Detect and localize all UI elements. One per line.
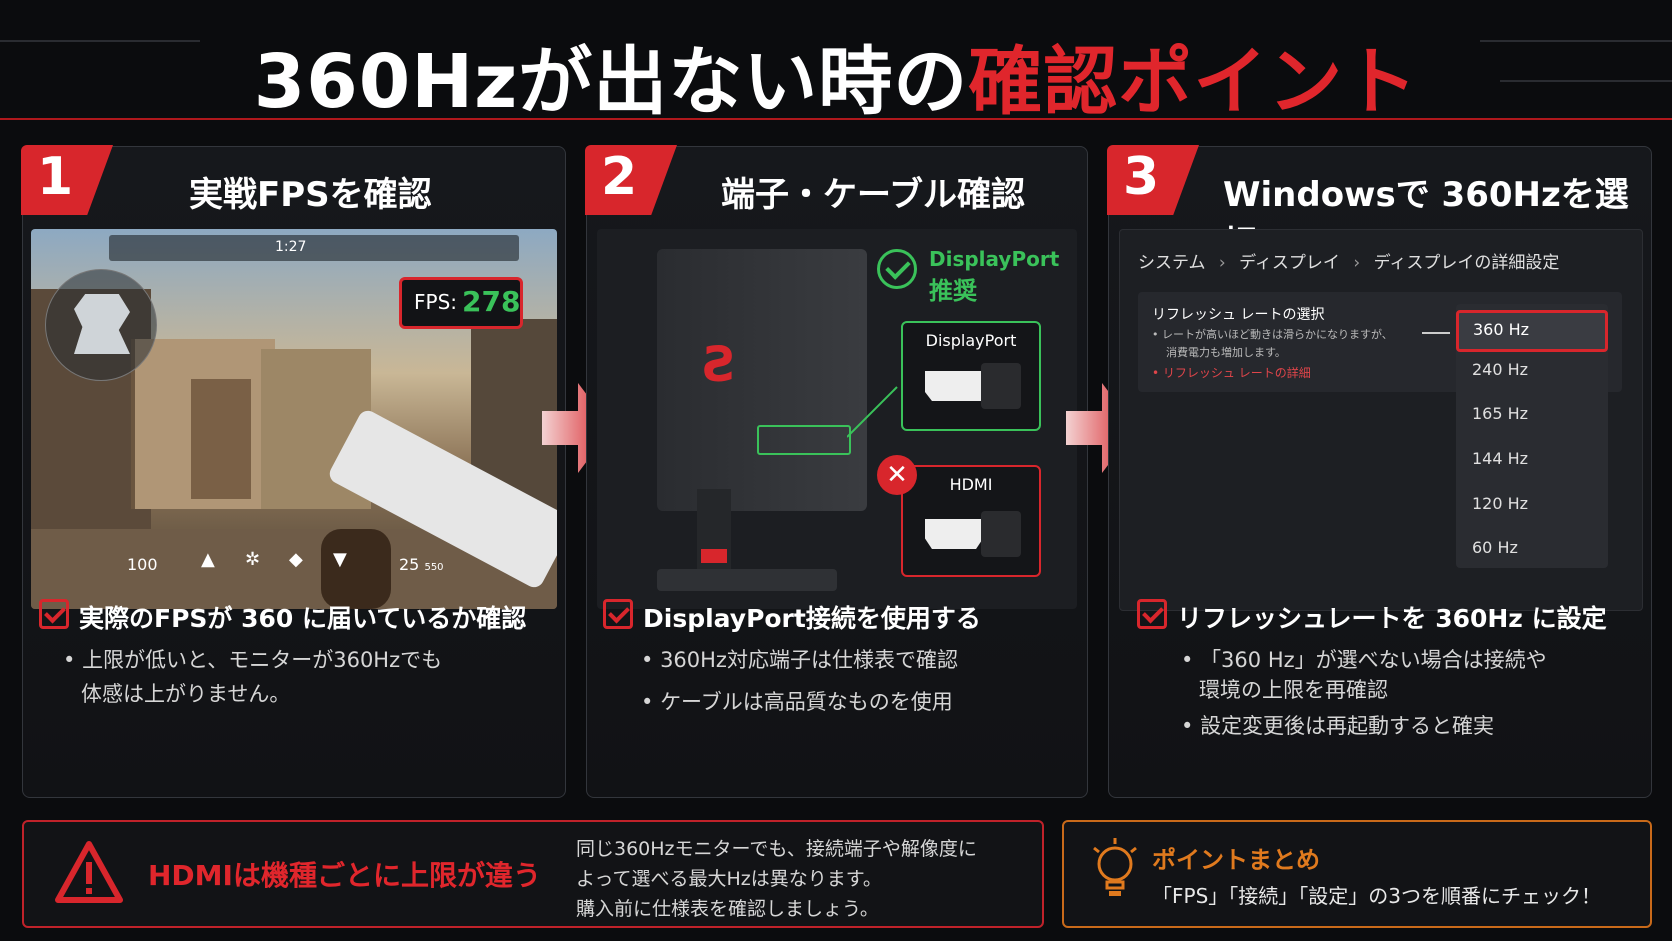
minimap	[45, 269, 157, 381]
fps-counter: FPS: 278	[399, 277, 523, 329]
bullet-continuation: 環境の上限を再確認	[1199, 678, 1388, 702]
monitor-stand	[697, 489, 731, 579]
monitor-logo: Ƨ	[703, 337, 738, 393]
rr-desc: • レートが高いほど動きは滑らかになりますが、	[1152, 328, 1393, 341]
warning-icon	[55, 841, 123, 903]
bullet-item: • 設定変更後は再起動すると確実	[1181, 714, 1495, 738]
monitor-base	[657, 569, 837, 591]
warning-heading: HDMIは機種ごとに上限が違う	[148, 859, 541, 892]
hdmi-warning-box: HDMIは機種ごとに上限が違う 同じ360Hzモニターでも、接続端子や解像度に …	[22, 820, 1044, 928]
hud-health: 100	[127, 555, 158, 574]
hdmi-connector-icon	[925, 519, 983, 549]
title-white: 360Hzが出ない時の	[253, 39, 969, 125]
hud-ammo: 25 550	[399, 555, 444, 574]
check-text: DisplayPort接続を使用する	[643, 604, 981, 633]
breadcrumb-item[interactable]: システム	[1138, 253, 1206, 273]
bg-decor-line	[0, 40, 200, 62]
lightbulb-icon	[1093, 838, 1137, 896]
bullet-text: 「360 Hz」が選べない場合は接続や	[1200, 648, 1547, 672]
summary-heading: ポイントまとめ	[1152, 846, 1320, 874]
bullet-item: • 上限が低いと、モニターが360Hzでも	[63, 648, 443, 672]
panel-windows: 3 Windowsで 360Hzを選択 システム › ディスプレイ › ディスプ…	[1107, 145, 1652, 798]
bullet-text: 360Hz対応端子は仕様表で確認	[660, 648, 958, 672]
step-number: 1	[37, 147, 74, 207]
rr-link[interactable]: • リフレッシュ レートの詳細	[1152, 366, 1311, 380]
refresh-rate-dropdown[interactable]: 360 Hz 240 Hz 165 Hz 144 Hz 120 Hz 60 Hz	[1456, 304, 1608, 568]
bullet-text: 設定変更後は再起動すると確実	[1200, 714, 1495, 738]
step-badge: 2	[585, 145, 677, 215]
breadcrumb-item: ディスプレイの詳細設定	[1373, 253, 1560, 273]
chevron-right-icon: ›	[1353, 253, 1361, 273]
displayport-connector-icon	[925, 371, 983, 401]
title-underline	[0, 118, 1672, 120]
step-badge: 3	[1107, 145, 1199, 215]
bullet-item: • 「360 Hz」が選べない場合は接続や	[1181, 648, 1547, 672]
warning-text: よって選べる最大Hzは異なります。	[576, 868, 882, 890]
chevron-right-icon: ›	[1218, 253, 1226, 273]
title-red: 確認ポイント	[968, 39, 1419, 125]
dropdown-option[interactable]: 240 Hz	[1472, 360, 1529, 379]
breadcrumb-item[interactable]: ディスプレイ	[1239, 253, 1340, 273]
checkbox-icon	[603, 599, 633, 629]
ammo-count: 25	[399, 555, 420, 574]
hud-timer: 1:27	[275, 239, 307, 255]
bullet-continuation: 体感は上がりません。	[81, 682, 291, 706]
warning-text: 同じ360Hzモニターでも、接続端子や解像度に	[576, 838, 977, 860]
summary-text: 「FPS」「接続」「設定」の3つを順番にチェック！	[1152, 884, 1601, 908]
x-circle-icon: ✕	[877, 455, 917, 495]
summary-box: ポイントまとめ 「FPS」「接続」「設定」の3つを順番にチェック！	[1062, 820, 1652, 928]
step-number: 3	[1123, 147, 1160, 207]
connector-line	[847, 386, 898, 438]
checkbox-icon	[39, 599, 69, 629]
fps-label: FPS:	[414, 290, 457, 314]
bullet-item: • ケーブルは高品質なものを使用	[641, 690, 953, 714]
windows-settings: システム › ディスプレイ › ディスプレイの詳細設定 リフレッシュ レートの選…	[1119, 229, 1643, 611]
rr-desc: 消費電力も増加します。	[1166, 346, 1286, 359]
panel-fps: 1 実戦FPSを確認 1:27 FPS: 278 100 ▲ ✲ ◆ ▼	[21, 145, 566, 798]
warning-text: 購入前に仕様表を確認しましょう。	[576, 898, 879, 920]
ability-icons: ▲ ✲ ◆ ▼	[201, 549, 347, 570]
dropdown-option[interactable]: 144 Hz	[1472, 449, 1529, 468]
dropdown-option[interactable]: 120 Hz	[1472, 494, 1529, 513]
dropdown-option[interactable]: 60 Hz	[1472, 538, 1518, 557]
monitor-back	[657, 249, 867, 511]
step-number: 2	[601, 147, 638, 207]
displayport-card: DisplayPort	[901, 321, 1041, 431]
recommend-label: DisplayPort	[929, 247, 1060, 271]
check-text: 実際のFPSが 360 に届いているか確認	[79, 604, 527, 633]
page-title: 360Hzが出ない時の確認ポイント	[0, 22, 1672, 129]
fps-value: 278	[462, 285, 521, 318]
hdmi-label: HDMI	[949, 475, 993, 494]
dropdown-option[interactable]: 165 Hz	[1472, 404, 1529, 423]
panel-title: 実戦FPSを確認	[189, 175, 432, 215]
hud-top-bar	[109, 235, 519, 261]
bullet-item: • 360Hz対応端子は仕様表で確認	[641, 648, 958, 672]
hdmi-card: HDMI	[901, 465, 1041, 577]
panel-title: Windowsで 360Hzを選択	[1223, 175, 1629, 264]
check-circle-icon	[877, 249, 917, 289]
recommend-text: 推奨	[929, 277, 977, 305]
game-screenshot: 1:27 FPS: 278 100 ▲ ✲ ◆ ▼ 25 550	[31, 229, 557, 609]
bullet-text: 上限が低いと、モニターが360Hzでも	[82, 648, 443, 672]
breadcrumb: システム › ディスプレイ › ディスプレイの詳細設定	[1138, 248, 1559, 273]
bg-decor-line	[1480, 40, 1672, 62]
ammo-reserve: 550	[424, 562, 444, 573]
option-label: 360 Hz	[1473, 320, 1530, 339]
panel-title: 端子・ケーブル確認	[721, 175, 1025, 215]
bg-decor-line	[1500, 80, 1672, 102]
monitor-image: Ƨ DisplayPort 推奨 DisplayPort HDMI ✕	[597, 229, 1077, 609]
panel-cable: 2 端子・ケーブル確認 Ƨ DisplayPort 推奨 DisplayPort…	[585, 145, 1088, 798]
checkbox-icon	[1137, 599, 1167, 629]
step-badge: 1	[21, 145, 113, 215]
dp-label: DisplayPort	[925, 331, 1017, 350]
port-highlight	[757, 425, 851, 455]
dropdown-option-selected[interactable]: 360 Hz	[1456, 310, 1608, 352]
check-text: リフレッシュレートを 360Hz に設定	[1177, 604, 1607, 633]
rr-title: リフレッシュ レートの選択	[1152, 307, 1325, 323]
bullet-text: ケーブルは高品質なものを使用	[660, 690, 953, 714]
